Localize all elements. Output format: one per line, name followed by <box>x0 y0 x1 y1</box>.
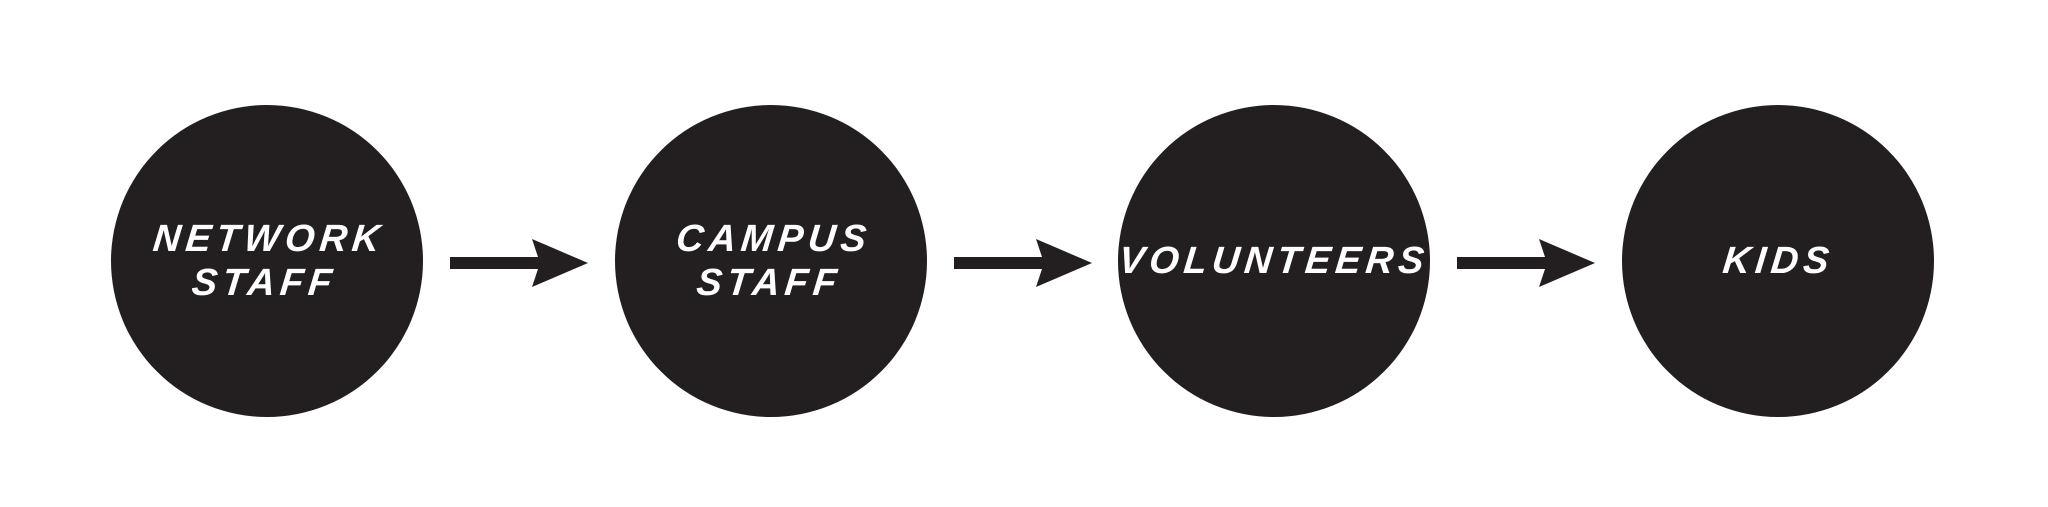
node-label-kids: KIDS <box>1720 240 1836 282</box>
node-volunteers: VOLUNTEERS <box>1116 105 1432 417</box>
arrow-right-icon <box>1457 239 1595 287</box>
node-label-volunteers: VOLUNTEERS <box>1116 240 1432 282</box>
node-label-network-staff: NETWORK STAFF <box>151 218 388 304</box>
node-network-staff: NETWORK STAFF <box>111 105 423 417</box>
node-kids: KIDS <box>1622 105 1934 417</box>
arrow-right-icon <box>450 239 588 287</box>
node-label-campus-staff: CAMPUS STAFF <box>673 218 873 304</box>
node-campus-staff: CAMPUS STAFF <box>615 105 927 417</box>
arrow-right-icon <box>954 239 1092 287</box>
